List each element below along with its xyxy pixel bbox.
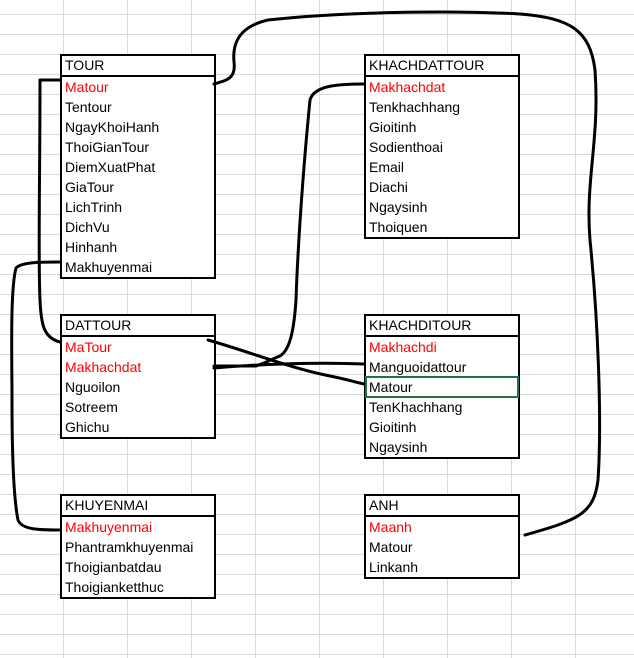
field[interactable]: Gioitinh <box>369 119 417 135</box>
field[interactable]: Thoiquen <box>369 219 428 235</box>
field[interactable]: Thoigianbatdau <box>65 559 162 575</box>
field[interactable]: Matour <box>369 539 413 555</box>
field-primary-key[interactable]: Maanh <box>369 519 412 535</box>
field[interactable]: Ngaysinh <box>369 199 428 215</box>
field[interactable]: Email <box>369 159 405 175</box>
entity-anh: ANH Maanh Matour Linkanh <box>364 494 520 579</box>
field[interactable]: Hinhanh <box>65 239 118 255</box>
field[interactable]: NgayKhoiHanh <box>65 119 160 135</box>
field[interactable]: Makhuyenmai <box>65 259 153 275</box>
field[interactable]: Tenkhachhang <box>369 99 461 115</box>
field[interactable]: Diachi <box>369 179 408 195</box>
field-primary-key[interactable]: Matour <box>65 79 109 95</box>
field[interactable]: GiaTour <box>65 179 115 195</box>
field[interactable]: Thoigianketthuc <box>65 579 164 595</box>
entity-title: KHACHDATTOUR <box>366 56 518 77</box>
field[interactable]: Manguoidattour <box>369 359 467 375</box>
entity-title: ANH <box>366 496 518 517</box>
field[interactable]: Ghichu <box>65 419 110 435</box>
entity-khachditour: KHACHDITOUR Makhachdi Manguoidattour Mat… <box>364 314 520 459</box>
field-primary-key[interactable]: Makhachdat <box>65 359 142 375</box>
field[interactable]: Gioitinh <box>369 419 417 435</box>
entity-tour: TOUR Matour Tentour NgayKhoiHanh ThoiGia… <box>60 54 216 279</box>
field[interactable]: Phantramkhuyenmai <box>65 539 194 555</box>
entity-dattour: DATTOUR MaTour Makhachdat Nguoilon Sotre… <box>60 314 216 439</box>
field[interactable]: Tentour <box>65 99 112 115</box>
field-primary-key[interactable]: Makhuyenmai <box>65 519 153 535</box>
field[interactable]: LichTrinh <box>65 199 123 215</box>
field-primary-key[interactable]: Makhachdi <box>369 339 437 355</box>
field[interactable]: DiemXuatPhat <box>65 159 156 175</box>
field-primary-key[interactable]: Makhachdat <box>369 79 446 95</box>
field[interactable]: DichVu <box>65 219 110 235</box>
field-selected-cell[interactable]: Matour <box>365 376 519 398</box>
field[interactable]: TenKhachhang <box>369 399 463 415</box>
field[interactable]: Linkanh <box>369 559 419 575</box>
entity-title: KHACHDITOUR <box>366 316 518 337</box>
field[interactable]: Nguoilon <box>65 379 121 395</box>
field-primary-key[interactable]: MaTour <box>65 339 112 355</box>
entity-title: TOUR <box>62 56 214 77</box>
entity-title: DATTOUR <box>62 316 214 337</box>
field[interactable]: Sotreem <box>65 399 118 415</box>
entity-khachdattour: KHACHDATTOUR Makhachdat Tenkhachhang Gio… <box>364 54 520 239</box>
field[interactable]: Sodienthoai <box>369 139 443 155</box>
entity-khuyenmai: KHUYENMAI Makhuyenmai Phantramkhuyenmai … <box>60 494 216 599</box>
field[interactable]: Ngaysinh <box>369 439 428 455</box>
entity-title: KHUYENMAI <box>62 496 214 517</box>
field[interactable]: ThoiGianTour <box>65 139 150 155</box>
